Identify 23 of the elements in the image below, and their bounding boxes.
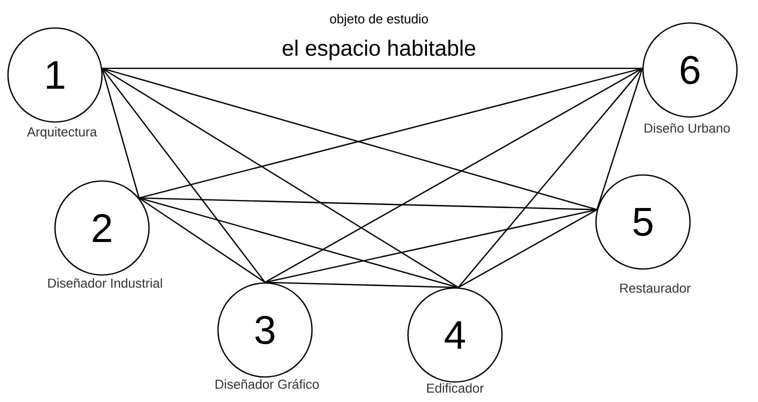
connector-line [102,68,598,210]
connector-line [264,209,598,283]
circle-caption: Edificador [427,383,484,393]
circle-caption: Diseñador Gráfico [216,379,319,389]
connector-line [596,68,643,210]
connector-line [138,197,266,283]
connector-line [458,209,598,288]
circle-caption: Arquitectura [26,126,98,140]
connector-line [102,68,266,283]
connector-line [102,68,642,70]
connector-line [264,282,458,288]
connector-line [138,197,458,288]
connector-line [458,68,643,288]
connector-line [264,68,643,283]
connector-line [138,68,643,199]
title: el espacio habitable [282,40,476,60]
subtitle: objeto de estudio [330,14,428,26]
connector-line [139,197,597,210]
circle-caption: Restaurador [620,283,691,293]
circle-caption: Diseño Urbano [644,123,730,133]
connector-line [102,68,459,288]
circle-caption: Diseñador Industrial [48,278,162,288]
connector-line [102,68,140,198]
